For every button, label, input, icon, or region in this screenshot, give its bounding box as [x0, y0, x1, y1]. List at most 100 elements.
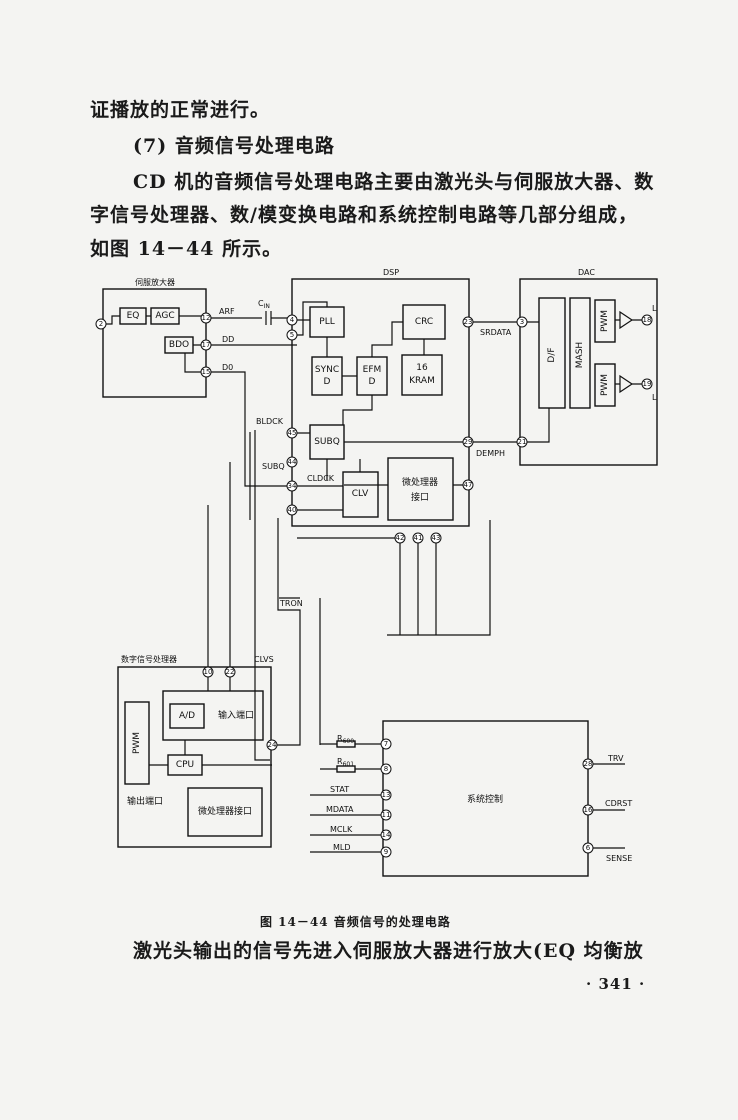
svg-text:2: 2	[99, 320, 103, 328]
pwm-top-label: PWM	[600, 310, 610, 332]
pwm-bottom-block	[594, 363, 616, 407]
dac-output-amplifiers	[619, 310, 634, 394]
clvs-label: CLVS	[254, 655, 274, 664]
dd-label: DD	[222, 335, 234, 344]
arf-label: ARF	[219, 307, 235, 316]
cdrst-label: CDRST	[605, 799, 632, 808]
subq-block-label: SUBQ	[314, 437, 340, 447]
pin-24: 24	[266, 739, 278, 751]
mdata-label: MDATA	[326, 805, 354, 814]
svg-text:11: 11	[382, 811, 391, 819]
svg-text:18: 18	[643, 316, 652, 324]
svg-text:41: 41	[414, 534, 423, 542]
demph-label: DEMPH	[476, 449, 505, 458]
pin-3: 3	[516, 316, 528, 328]
capacitor-cin	[206, 311, 297, 325]
svg-text:24: 24	[268, 741, 277, 749]
text-line-1: 证播放的正常进行。	[90, 99, 271, 121]
bdo-label: BDO	[169, 340, 189, 350]
svg-text:34: 34	[288, 482, 297, 490]
pin-10: 10	[202, 666, 214, 678]
svg-text:40: 40	[288, 506, 297, 514]
svg-text:28: 28	[584, 760, 593, 768]
pin-2: 2	[95, 318, 107, 330]
clv-label: CLV	[352, 489, 369, 499]
mash-block	[569, 297, 591, 409]
svg-text:16: 16	[584, 806, 593, 814]
sync-label-2: D	[324, 377, 331, 387]
efm-label-2: D	[369, 377, 376, 387]
pin-19: 19	[641, 378, 653, 390]
mcu-interface-block	[387, 457, 454, 521]
ram-block	[401, 354, 443, 396]
cin-label: CIN	[258, 299, 270, 310]
srdata-label: SRDATA	[480, 328, 512, 337]
cldck-label: CLDCK	[307, 474, 335, 483]
system-control-wiring	[310, 743, 625, 853]
mcu-port-block	[187, 787, 263, 837]
figure-caption: 图 14－44 音频信号的处理电路	[260, 915, 451, 929]
svg-text:21: 21	[518, 438, 527, 446]
trv-label: TRV	[607, 754, 624, 763]
pin-23: 23	[462, 316, 474, 328]
system-control-label: 系统控制	[467, 793, 503, 805]
output-l-top: L	[652, 304, 657, 313]
svg-text:13: 13	[382, 791, 391, 799]
svg-text:4: 4	[290, 316, 295, 324]
svg-text:12: 12	[202, 314, 211, 322]
svg-text:17: 17	[202, 341, 211, 349]
svg-text:43: 43	[432, 534, 441, 542]
svg-text:29: 29	[464, 438, 473, 446]
pwm-cpu-block	[124, 701, 150, 785]
pin-13: 13	[380, 789, 392, 801]
pin-47: 47	[462, 479, 474, 491]
servo-amp-box	[102, 288, 207, 398]
pin-29: 29	[462, 436, 474, 448]
pin-45: 45	[286, 427, 298, 439]
pin-14: 14	[380, 829, 392, 841]
svg-text:47: 47	[464, 481, 473, 489]
do-label: D0	[222, 363, 233, 372]
pin-34: 34	[286, 480, 298, 492]
svg-text:9: 9	[384, 848, 388, 856]
pin-17: 17	[200, 339, 212, 351]
pin-18: 18	[641, 314, 653, 326]
df-block	[538, 297, 566, 409]
crc-label: CRC	[415, 317, 433, 327]
dac-wiring	[468, 319, 643, 443]
efm-block	[356, 356, 388, 396]
pin-44: 44	[286, 456, 298, 468]
pwm-top-block	[594, 299, 616, 343]
svg-text:14: 14	[382, 831, 391, 839]
sense-label: SENSE	[606, 854, 632, 863]
pll-label: PLL	[319, 317, 334, 327]
mcu-interface-label-1: 微处理器	[402, 476, 438, 488]
pin-9: 9	[380, 846, 392, 858]
svg-text:3: 3	[520, 318, 524, 326]
page-number: · 341 ·	[586, 975, 646, 993]
pin-15: 15	[200, 366, 212, 378]
pin-43: 43	[430, 532, 442, 544]
pin-12: 12	[200, 312, 212, 324]
svg-text:45: 45	[288, 429, 297, 437]
svg-text:22: 22	[226, 668, 235, 676]
ram-label-2: KRAM	[409, 376, 435, 386]
eq-label: EQ	[127, 311, 140, 321]
cpu-label: CPU	[176, 760, 194, 770]
pin-41: 41	[412, 532, 424, 544]
mclk-label: MCLK	[330, 825, 353, 834]
pin-16: 16	[582, 804, 594, 816]
sync-block	[311, 356, 343, 396]
paragraph-1-line-2: 字信号处理器、数/模变换电路和系统控制电路等几部分组成，	[90, 204, 638, 226]
subq-signal-label: SUBQ	[262, 462, 285, 471]
dac-box	[519, 278, 658, 466]
output-port-label: 输出端口	[127, 795, 163, 807]
paragraph-1-line-1: CD 机的音频信号处理电路主要由激光头与伺服放大器、数	[133, 171, 655, 193]
servo-internal-wiring	[106, 315, 201, 373]
paragraph-2: 激光头输出的信号先进入伺服放大器进行放大(EQ 均衡放	[133, 940, 644, 962]
df-label: D/F	[547, 347, 557, 362]
pin-4: 4	[286, 314, 298, 326]
r601-label: R601	[337, 757, 354, 768]
input-port-label: 输入端口	[218, 709, 254, 721]
